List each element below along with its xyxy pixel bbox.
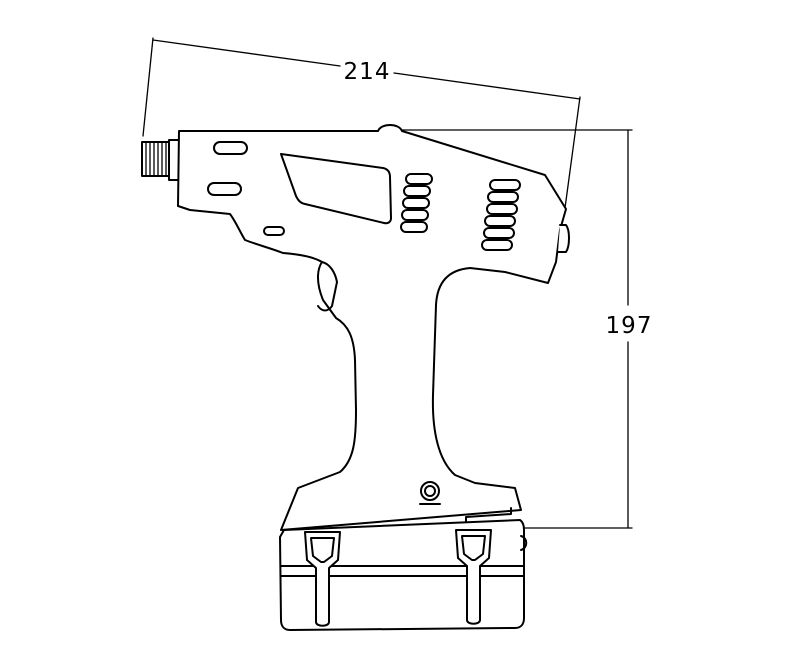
trigger [317,261,338,312]
rear-knob [557,224,570,253]
width-dimension-line-b [393,72,581,100]
width-dimension-line-a [152,39,341,67]
threaded-connector [141,139,181,181]
width-dimension: 214 [142,37,581,209]
height-label: 197 [606,313,653,339]
side-slots [207,141,285,236]
battery-socket [419,481,441,505]
housing-outline [177,124,567,531]
battery-side-tab [520,535,528,551]
width-extension-line-left [142,37,154,137]
vent-slots-front [400,173,433,233]
width-extension-line-right [564,96,581,209]
release-button-left [304,531,341,627]
display-window [280,153,392,225]
vent-slots-rear [481,179,521,251]
height-dimension: 197 [391,129,653,529]
release-button-right [455,529,492,625]
tool-body [141,124,570,631]
width-label: 214 [344,59,391,85]
